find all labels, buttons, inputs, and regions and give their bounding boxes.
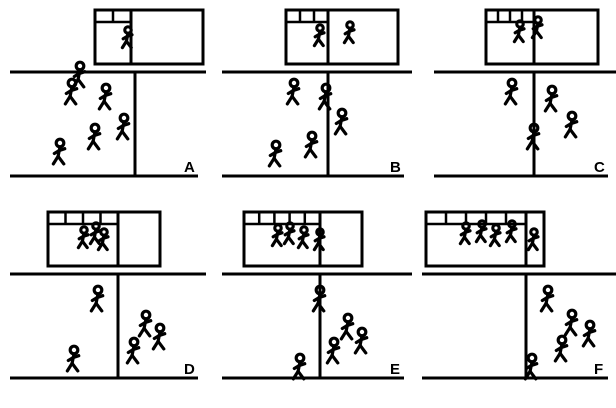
person-figure-lower — [335, 109, 346, 134]
upper-room — [286, 10, 398, 64]
person-figure-lower — [117, 114, 128, 139]
person-figure-upper — [272, 225, 282, 246]
person-figure-upper — [460, 223, 470, 244]
person-figure-lower — [73, 62, 84, 87]
person-figure-lower — [91, 286, 102, 311]
person-figure-upper — [98, 229, 108, 250]
person-figure-lower — [583, 321, 594, 346]
panel-a: A — [10, 10, 206, 176]
person-figure-lower — [565, 112, 576, 137]
person-figure-lower — [565, 310, 576, 335]
panel-b: B — [222, 10, 412, 176]
person-figure-lower — [269, 141, 280, 166]
person-figure-lower — [139, 311, 150, 336]
person-figure-lower — [127, 338, 138, 363]
person-figure-lower — [88, 124, 99, 149]
panel-label: D — [184, 361, 195, 378]
person-figure-lower — [541, 286, 552, 311]
panel-c: C — [434, 10, 616, 176]
panel-label: E — [390, 361, 400, 378]
person-figure-lower — [341, 314, 352, 339]
panel-label: F — [594, 361, 603, 378]
person-figure-upper — [344, 22, 354, 43]
person-figure-lower — [525, 354, 536, 379]
person-figure-lower — [545, 86, 556, 111]
panel-d: D — [10, 212, 206, 378]
person-figure-lower — [153, 324, 164, 349]
panel-label: C — [594, 159, 605, 176]
person-figure-lower — [355, 328, 366, 353]
panel-e: E — [222, 212, 412, 379]
person-figure-upper — [78, 227, 88, 248]
upper-room — [95, 10, 203, 64]
person-figure-upper — [514, 21, 524, 42]
person-figure-upper — [284, 223, 294, 244]
person-figure-upper — [528, 229, 538, 250]
person-figure-lower — [53, 139, 64, 164]
person-figure-upper — [532, 17, 542, 38]
panel-label: B — [390, 159, 401, 176]
person-figure-upper — [490, 225, 500, 246]
person-figure-lower — [67, 346, 78, 371]
person-figure-lower — [555, 336, 566, 361]
panel-label: A — [184, 159, 195, 176]
person-figure-upper — [314, 25, 324, 46]
panel-f: F — [422, 212, 616, 379]
person-figure-lower — [505, 79, 516, 104]
person-figure-lower — [305, 132, 316, 157]
person-figure-upper — [298, 227, 308, 248]
person-figure-lower — [287, 79, 298, 104]
person-figure-lower — [327, 338, 338, 363]
person-figure-lower — [293, 354, 304, 379]
person-figure-lower — [99, 84, 110, 109]
